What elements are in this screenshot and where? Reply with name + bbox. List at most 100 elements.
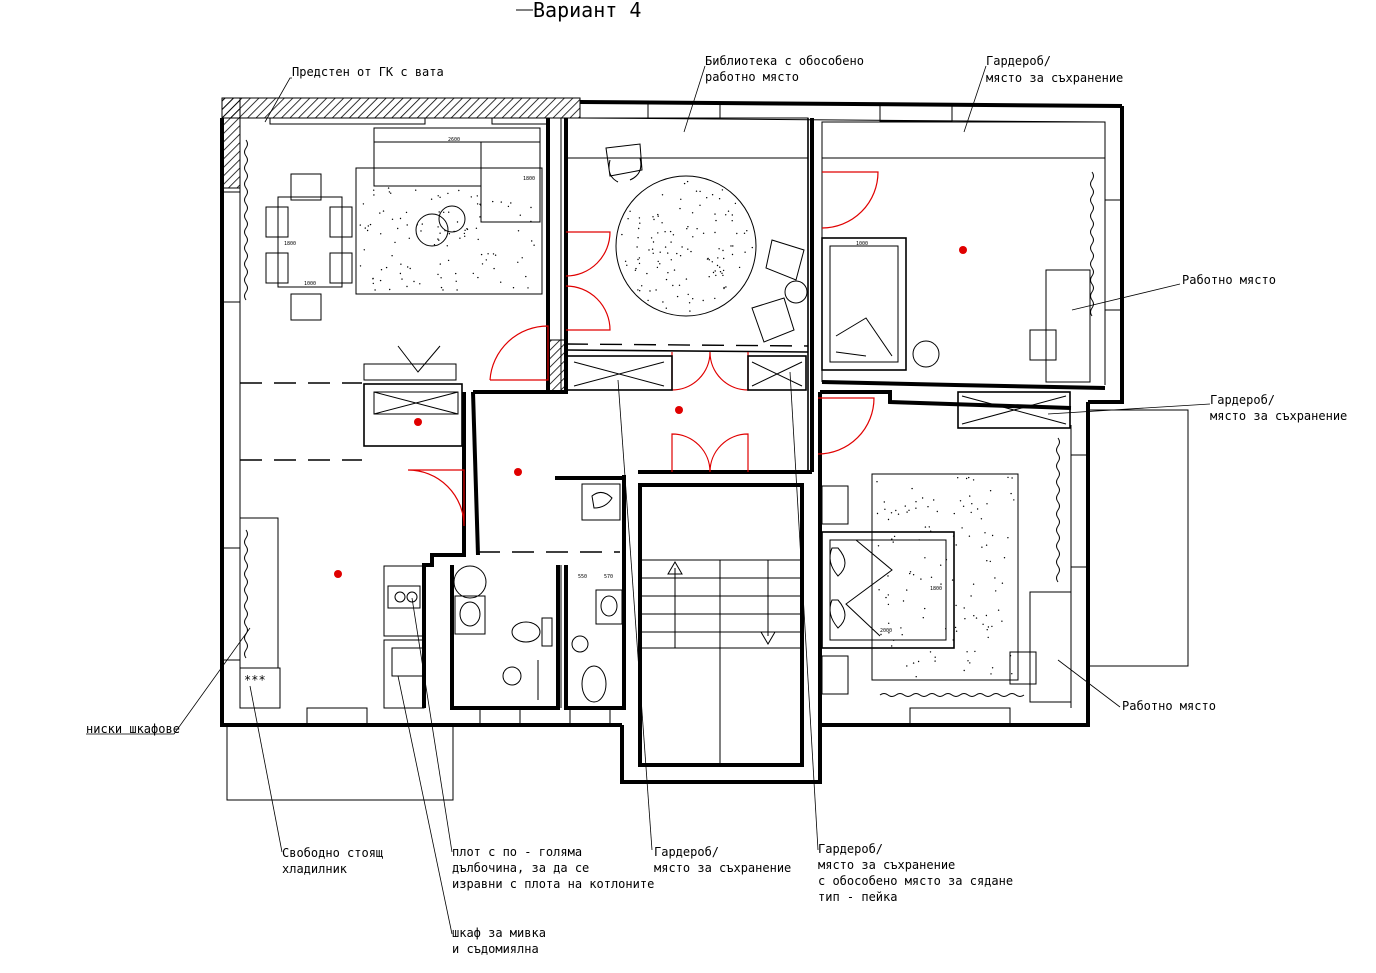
rug-dot (629, 210, 631, 212)
rug-dot (626, 264, 628, 266)
label-wardrobe-top-1: Гардероб/ (986, 54, 1051, 68)
living-rug (355, 167, 543, 295)
window-right-1 (1104, 199, 1123, 311)
label-wardrobe-bench-2: място за съхранение (818, 858, 955, 872)
rug-dot (463, 232, 466, 235)
rug-dot (711, 194, 714, 196)
rug-dot (683, 182, 686, 185)
leader-workplace-bottom (1057, 659, 1121, 708)
rug-dot (379, 212, 381, 214)
rug-dot (448, 233, 451, 235)
bed-big-side-dim: 1800 (930, 586, 942, 592)
rug-dot (652, 216, 654, 218)
rug-dot (444, 230, 446, 232)
bedside-round (912, 340, 940, 368)
rug-dot (382, 210, 385, 212)
rug-dot (480, 253, 483, 256)
rug-dot (447, 259, 450, 262)
library-shelf (565, 117, 809, 159)
rug-dot (982, 623, 984, 625)
rug-dot (968, 476, 970, 479)
rug-dot (969, 495, 971, 497)
label-wardrobe-bench-4: тип - пейка (818, 890, 897, 904)
label-counter-1: плот с по - голяма (452, 845, 582, 859)
stairwell (638, 483, 804, 767)
wardrobe-hall-2-x (751, 361, 803, 387)
rug-dot (699, 190, 701, 193)
rug-dot (887, 594, 889, 596)
rug-dot (651, 248, 654, 250)
rug-dot (437, 238, 439, 240)
rug-dot (966, 651, 968, 653)
library-rug (615, 175, 757, 317)
label-wardrobe-bench-3: с обособено място за сядане (818, 874, 1013, 888)
rug-dot (453, 230, 455, 233)
dining-table (277, 196, 343, 288)
rug-dot (493, 267, 495, 270)
rug-dot (387, 187, 390, 189)
rug-dot (708, 276, 710, 278)
wardrobe-living-x (373, 391, 459, 415)
leader-sink (397, 675, 453, 935)
rug-dot (900, 627, 902, 629)
rug-dot (448, 211, 450, 213)
rug-dot (455, 272, 457, 275)
rug-dot (521, 257, 523, 259)
rug-dot (989, 560, 991, 563)
drywall-strip-2 (491, 117, 549, 125)
rug-dot (385, 266, 388, 269)
rug-dot (897, 513, 900, 515)
stair-arrow-down-head (760, 631, 776, 645)
wall-hall-left (471, 391, 480, 556)
bedroom-top: 1000 (821, 121, 1106, 383)
rug-dot (442, 289, 444, 291)
bath1-sink (454, 595, 486, 635)
rug-dot (477, 238, 479, 241)
rug-dot (657, 215, 659, 217)
rug-dot (699, 204, 701, 206)
rug-dot (652, 241, 655, 243)
desk-chair-bottom (1009, 651, 1037, 685)
doors (407, 171, 879, 527)
rug-dot (967, 660, 969, 662)
rug-dot (359, 265, 362, 267)
rug-dot (974, 650, 976, 653)
chair-bottom (290, 293, 322, 321)
bedroom-top-wardrobe (821, 121, 1106, 159)
hob (387, 585, 421, 609)
window-left-1 (221, 191, 241, 303)
pillow-1 (829, 547, 846, 577)
rug-dot (718, 248, 720, 250)
rug-dot (991, 625, 993, 628)
rug-dot (885, 596, 887, 599)
rug-dot (890, 512, 893, 514)
rug-dot (487, 253, 489, 255)
label-wardrobe-mid-2: място за съхранение (1210, 409, 1347, 423)
hob-burner-1 (394, 591, 406, 603)
curtain-left-2 (244, 529, 248, 659)
rug-dot (732, 245, 734, 247)
rug-dot (877, 545, 880, 547)
door-bedroom-2 (817, 397, 875, 455)
rug-dot (638, 262, 641, 265)
rug-dot (934, 660, 936, 662)
rug-dot (624, 260, 627, 262)
rug-dot (891, 645, 893, 647)
rug-dot (458, 189, 460, 192)
wall-kitchen-hall (422, 392, 466, 708)
rug-dot (1011, 477, 1013, 479)
rug-dot (963, 607, 965, 609)
rug-dot (952, 639, 954, 641)
rug-dot (909, 572, 911, 575)
rug-dot (915, 676, 917, 678)
armchair-2 (765, 239, 805, 281)
rug-dot (924, 526, 927, 528)
label-library-2: работно място (705, 70, 799, 84)
door-library-double (671, 351, 749, 391)
rug-dot (390, 192, 392, 194)
rug-dot (723, 286, 725, 289)
rug-dot (664, 246, 667, 248)
rug-dot (367, 225, 369, 227)
window-bottom-2 (479, 707, 521, 726)
